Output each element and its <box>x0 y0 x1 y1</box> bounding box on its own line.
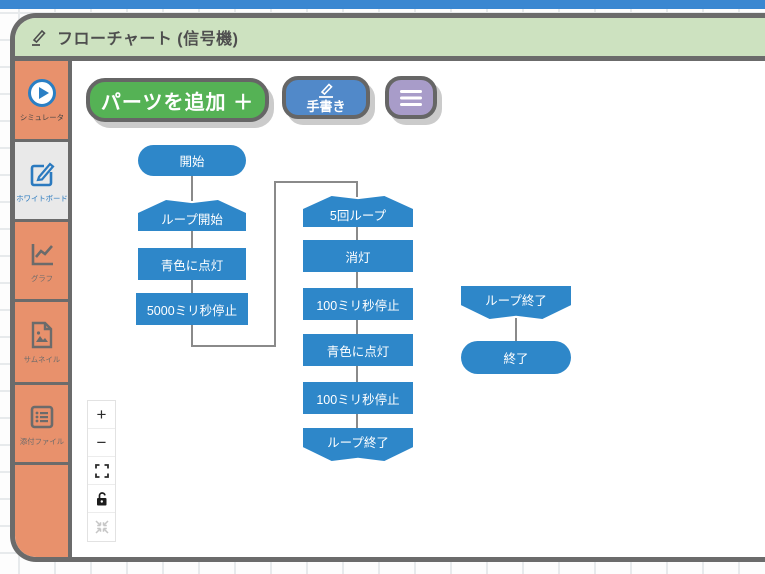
flow-connector <box>191 324 193 347</box>
flow-connector <box>356 319 358 335</box>
flow-node-stadium[interactable]: 終了 <box>461 341 571 374</box>
flow-node-stadium[interactable]: 開始 <box>138 145 246 176</box>
flow-node-loop-end[interactable]: ループ終了 <box>303 428 413 461</box>
zoom-out-button[interactable]: − <box>88 429 115 457</box>
flow-connector <box>356 181 358 197</box>
handwriting-label: 手書き <box>306 99 346 114</box>
page-title: フローチャート (信号機) <box>57 31 239 48</box>
flow-node-rect[interactable]: 消灯 <box>303 240 413 272</box>
flow-connector <box>274 181 276 347</box>
line-chart-icon <box>26 238 58 270</box>
image-file-icon <box>27 319 57 351</box>
sidebar-item-graph[interactable]: グラフ <box>15 222 68 302</box>
top-accent-strip <box>0 0 765 9</box>
hamburger-icon <box>399 89 423 107</box>
flow-connector <box>191 230 193 249</box>
flow-node-loop-start[interactable]: ループ開始 <box>138 200 246 231</box>
sidebar-item-label: 添付ファイル <box>19 436 64 446</box>
lock-button[interactable] <box>88 485 115 513</box>
sidebar-item-whiteboard[interactable]: ホワイトボード <box>15 142 68 222</box>
flow-connector <box>356 413 358 429</box>
whiteboard-edit-icon <box>26 158 58 190</box>
flow-connector <box>356 271 358 289</box>
flow-node-loop-start[interactable]: 5回ループ <box>303 196 413 227</box>
flow-connector <box>515 318 517 342</box>
sidebar-filler <box>15 465 68 557</box>
flow-node-rect[interactable]: 青色に点灯 <box>303 334 413 366</box>
panel-body: シミュレータ ホワイトボード <box>15 61 765 557</box>
list-file-icon <box>26 401 58 433</box>
flow-connector <box>356 226 358 241</box>
flow-connector <box>356 365 358 383</box>
flow-connector <box>274 181 358 183</box>
sidebar-item-label: ホワイトボード <box>15 193 68 203</box>
panel-header: フローチャート (信号機) <box>15 18 765 61</box>
flow-node-rect[interactable]: 100ミリ秒停止 <box>303 382 413 414</box>
flow-connector <box>191 345 276 347</box>
add-parts-button[interactable]: パーツを追加 ＋ <box>86 78 269 122</box>
whiteboard-panel: フローチャート (信号機) シミュレータ <box>10 13 765 562</box>
canvas-zoom-controls: + − <box>87 400 116 542</box>
lock-open-icon <box>95 491 108 506</box>
edit-pencil-icon <box>28 27 48 47</box>
sidebar-item-simulator[interactable]: シミュレータ <box>15 61 68 142</box>
sidebar: シミュレータ ホワイトボード <box>15 61 72 557</box>
sidebar-item-label: サムネイル <box>23 355 60 364</box>
sidebar-item-thumbnail[interactable]: サムネイル <box>15 302 68 385</box>
flow-connector <box>191 175 193 201</box>
play-circle-icon <box>26 77 58 109</box>
sidebar-item-attachments[interactable]: 添付ファイル <box>15 385 68 465</box>
flow-node-rect[interactable]: 青色に点灯 <box>138 248 246 280</box>
handwriting-button[interactable]: 手書き <box>282 76 370 119</box>
flow-node-rect[interactable]: 100ミリ秒停止 <box>303 288 413 320</box>
zoom-in-button[interactable]: + <box>88 401 115 429</box>
flow-node-rect[interactable]: 5000ミリ秒停止 <box>136 293 248 325</box>
fullscreen-button[interactable] <box>88 457 115 485</box>
fullscreen-icon <box>94 463 109 478</box>
sidebar-item-label: シミュレータ <box>19 113 64 122</box>
flow-node-loop-end[interactable]: ループ終了 <box>461 286 571 319</box>
sidebar-item-label: グラフ <box>30 273 53 283</box>
fit-view-button[interactable] <box>88 513 115 541</box>
pencil-icon <box>315 82 337 99</box>
collapse-arrows-icon <box>94 520 109 534</box>
flow-connector <box>191 279 193 294</box>
menu-button[interactable] <box>385 76 437 119</box>
